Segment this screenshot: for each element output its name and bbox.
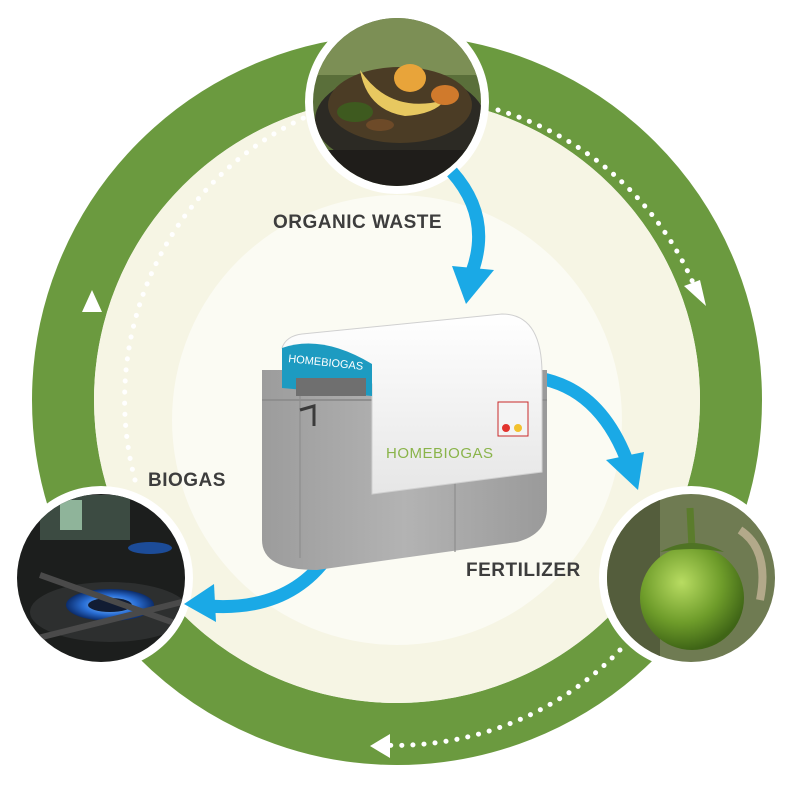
arrow-head-waste-icon (452, 266, 494, 304)
label-biogas: BIOGAS (148, 470, 226, 491)
green-tomato-photo (599, 486, 783, 670)
arrow-head-right-icon (684, 280, 706, 306)
arrow-head-fertilizer-icon (606, 452, 644, 490)
device-brand-front: HOMEBIOGAS (386, 445, 494, 462)
arrow-device-to-fertilizer (536, 371, 633, 461)
ring-arrow-heads (82, 280, 706, 758)
gas-stove-flame-photo (9, 486, 193, 670)
organic-waste-photo (305, 10, 489, 194)
label-fertilizer: FERTILIZER (466, 560, 581, 581)
arrow-head-bottom-icon (370, 734, 390, 758)
dotted-arc-left (122, 112, 313, 483)
dotted-ring-arrows (122, 107, 703, 748)
arrow-head-left-icon (82, 290, 102, 312)
label-organic-waste: ORGANIC WASTE (273, 212, 443, 233)
homebiogas-device: HOMEBIOGAS HOMEBIOGAS (262, 313, 547, 570)
dotted-arc-bottom (377, 647, 623, 748)
arrow-waste-to-device (447, 167, 486, 275)
arrow-head-biogas-icon (184, 584, 216, 622)
dotted-arc-right (495, 107, 703, 303)
